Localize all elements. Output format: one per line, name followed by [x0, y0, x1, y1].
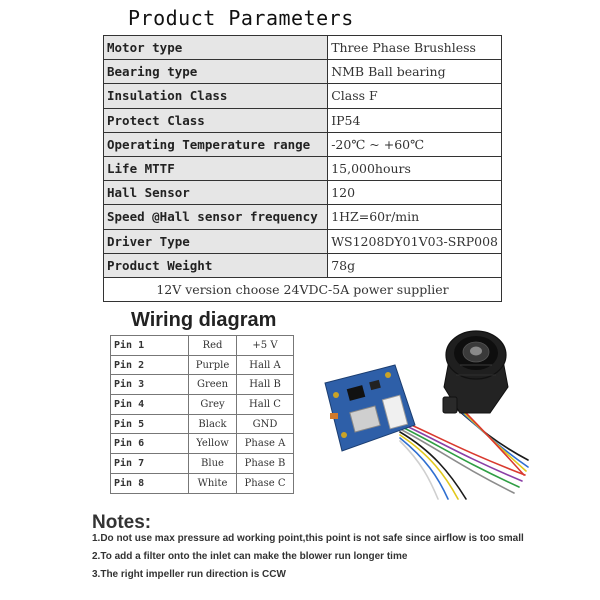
wire-color: Black	[187, 413, 238, 435]
blower-driver-photo	[324, 330, 529, 500]
note-item: 1.Do not use max pressure ad working poi…	[92, 533, 524, 544]
param-name: Life MTTF	[102, 155, 329, 182]
wire-bundle	[399, 402, 529, 500]
param-value: 78g	[327, 252, 502, 278]
param-value: IP54	[327, 107, 502, 133]
param-name: Hall Sensor	[102, 180, 329, 206]
pin-signal: Phase C	[236, 472, 294, 494]
pin-signal: Hall A	[236, 354, 294, 376]
driver-board-icon	[324, 364, 416, 452]
pin-signal: Hall B	[236, 374, 294, 396]
note-item: 2.To add a filter onto the inlet can mak…	[92, 551, 408, 562]
param-name: Insulation Class	[102, 83, 329, 109]
table-row: Operating Temperature range-20℃ ~ +60℃	[102, 131, 502, 157]
param-name: Operating Temperature range	[102, 131, 329, 157]
page-title: Product Parameters	[128, 6, 354, 30]
pin-number: Pin 1	[110, 335, 189, 356]
pin-signal: GND	[236, 413, 294, 435]
pin-number: Pin 7	[110, 453, 189, 474]
wire-color: Grey	[187, 394, 238, 415]
pin-number: Pin 5	[110, 413, 189, 435]
pin-number: Pin 6	[110, 433, 189, 455]
param-value: Class F	[327, 83, 502, 109]
param-value: NMB Ball bearing	[327, 59, 502, 85]
param-value: WS1208DY01V03-SRP008	[327, 228, 502, 254]
pin-number: Pin 2	[110, 354, 189, 376]
wire-color: Green	[187, 374, 238, 396]
table-row: 12V version choose 24VDC-5A power suppli…	[103, 276, 502, 303]
param-name: Driver Type	[102, 228, 329, 254]
pin-signal: +5 V	[236, 335, 294, 356]
param-value: 15,000hours	[327, 155, 502, 182]
pin-signal: Phase B	[236, 453, 294, 474]
wire-color: Purple	[187, 354, 238, 376]
param-name: Motor type	[102, 34, 329, 61]
param-name: Speed @Hall sensor frequency	[102, 204, 329, 230]
param-value: Three Phase Brushless	[327, 34, 502, 61]
wire-color: Blue	[187, 453, 238, 474]
param-value: -20℃ ~ +60℃	[327, 131, 502, 157]
note-item: 3.The right impeller run direction is CC…	[92, 569, 286, 580]
param-name: Protect Class	[102, 107, 329, 133]
pin-number: Pin 3	[110, 374, 189, 396]
pin-signal: Phase A	[236, 433, 294, 455]
power-supply-note: 12V version choose 24VDC-5A power suppli…	[103, 276, 502, 303]
pin-signal: Hall C	[236, 394, 294, 415]
param-name: Product Weight	[102, 252, 329, 278]
pin-number: Pin 4	[110, 394, 189, 415]
wire-color: Red	[187, 335, 238, 356]
notes-title: Notes:	[92, 512, 152, 533]
wiring-diagram-title: Wiring diagram	[131, 309, 277, 331]
wire-color: Yellow	[187, 433, 238, 455]
param-value: 120	[327, 180, 502, 206]
param-name: Bearing type	[102, 59, 329, 85]
wire-color: White	[187, 472, 238, 494]
pin-number: Pin 8	[110, 472, 189, 494]
blower-icon	[442, 330, 509, 414]
param-value: 1HZ=60r/min	[327, 204, 502, 230]
